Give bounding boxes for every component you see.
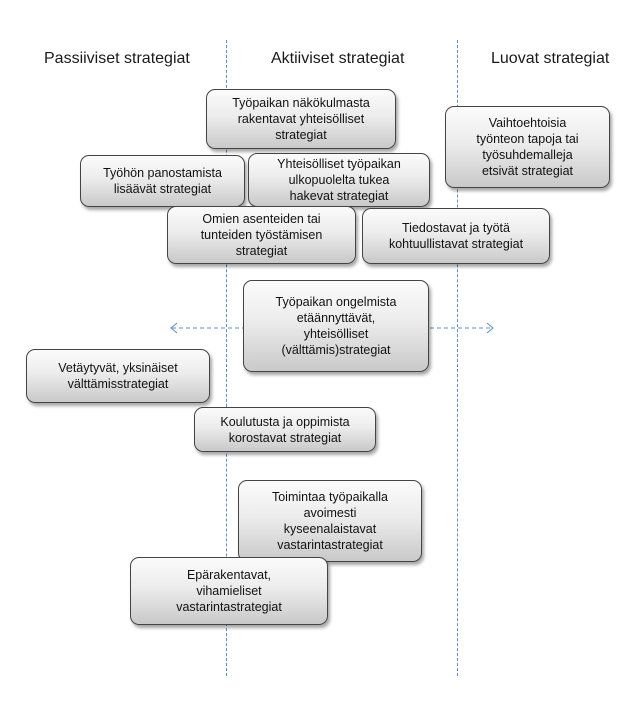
strategy-box-distancing: Työpaikan ongelmista etäännyttävät, yhte…	[243, 280, 429, 372]
column-title-active: Aktiiviset strategiat	[271, 50, 405, 67]
arrow-right	[430, 322, 494, 334]
divider-line-left	[226, 40, 227, 676]
strategy-box-external-support: Yhteisölliset työpaikan ulkopuolelta tuk…	[248, 153, 430, 207]
strategy-box-conscious-moderating: Tiedostavat ja työtä kohtuullistavat str…	[362, 208, 550, 264]
strategy-box-community-constructive: Työpaikan näkökulmasta rakentavat yhteis…	[206, 89, 396, 149]
strategy-box-hostile-resistance: Epärakentavat, vihamieliset vastarintast…	[130, 557, 328, 625]
strategy-box-attitude-processing: Omien asenteiden tai tunteiden työstämis…	[167, 206, 356, 264]
strategy-box-questioning-resistance: Toimintaa työpaikalla avoimesti kyseenal…	[238, 480, 422, 562]
column-title-passive: Passiiviset strategiat	[44, 50, 190, 67]
strategy-box-alternative-work: Vaihtoehtoisia työnteon tapoja tai työsu…	[445, 106, 610, 188]
strategy-box-withdrawing: Vetäytyvät, yksinäiset välttämisstrategi…	[26, 349, 210, 403]
strategy-box-training: Koulutusta ja oppimista korostavat strat…	[194, 407, 376, 452]
divider-line-right	[457, 40, 458, 676]
arrow-left	[170, 322, 244, 334]
strategy-box-work-investment: Työhön panostamista lisäävät strategiat	[80, 155, 245, 207]
column-title-creative: Luovat strategiat	[491, 50, 610, 67]
